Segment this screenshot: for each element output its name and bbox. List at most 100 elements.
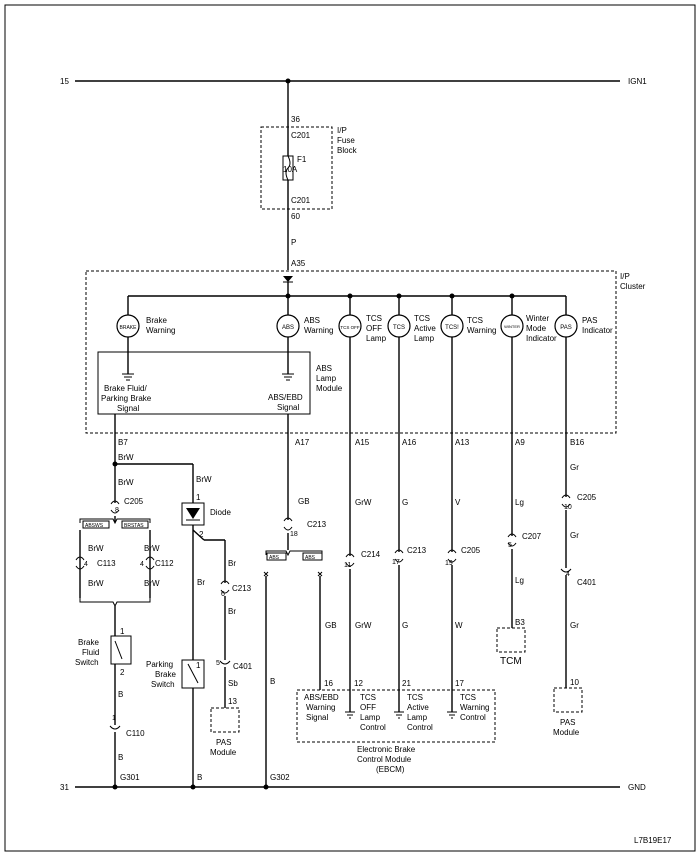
- ground-junction-3: [263, 784, 269, 790]
- ebd-signal-2: Signal: [277, 403, 299, 412]
- abs-tag-2-text: ABS: [305, 555, 316, 561]
- wire-gr-1: Gr: [570, 463, 579, 472]
- c113-c112-footer: [79, 598, 151, 608]
- pas-module2-label: Module: [210, 748, 237, 757]
- svg-text:11: 11: [344, 562, 351, 569]
- fuse-block-label-1: I/P: [337, 126, 347, 135]
- wire-c112-top: BrW: [144, 544, 160, 553]
- park-switch-label: Switch: [151, 680, 175, 689]
- ground-junction-2: [190, 784, 196, 790]
- diode-icon: [186, 508, 200, 519]
- lamp-winter-mode: WINTER Winter Mode Indicator: [500, 314, 557, 343]
- svg-text:C401: C401: [577, 578, 597, 587]
- fluid-switch-label: Brake: [78, 638, 99, 647]
- lamp-label: Active: [414, 324, 436, 333]
- ebcm-label: OFF: [360, 703, 376, 712]
- brake-signal-2: Parking Brake: [101, 394, 152, 403]
- pas-module2-pin: 13: [228, 697, 237, 706]
- lamp-label: Brake: [146, 316, 167, 325]
- wire-grw-2: GrW: [355, 621, 372, 630]
- wire-gb: GB: [298, 497, 310, 506]
- fuse-name: F1: [297, 155, 307, 164]
- connector-c112: 4 C112: [140, 556, 174, 570]
- svg-text:4: 4: [140, 561, 144, 568]
- wire-v: V: [455, 498, 461, 507]
- fuse-link: [285, 155, 291, 181]
- wire-lg-2: Lg: [515, 576, 524, 585]
- figure-code: L7B19E17: [634, 836, 672, 845]
- lamp-icon-text: BRAKE: [120, 325, 138, 331]
- svg-text:C213: C213: [232, 584, 252, 593]
- ebcm-ground-icon: [345, 711, 355, 719]
- fluid-switch-pin2: 2: [120, 668, 125, 677]
- abs-tag-1: [266, 552, 287, 561]
- pin-a16: A16: [402, 438, 417, 447]
- ebcm-title: (EBCM): [376, 765, 405, 774]
- brake-fluid-switch: [110, 635, 132, 665]
- ebcm-pin-17: 17: [455, 679, 464, 688]
- lamp-label: Lamp: [414, 334, 435, 343]
- svg-text:6: 6: [221, 591, 225, 598]
- lamp-label: TCS: [366, 314, 382, 323]
- svg-text:1: 1: [112, 715, 116, 722]
- connector-c213-18: 18 C213: [283, 517, 327, 538]
- lamp-label: Mode: [526, 324, 547, 333]
- absws-text: ABSWS: [85, 523, 104, 529]
- lamp-abs-warning: ABS ABS Warning: [276, 314, 334, 338]
- svg-text:C112: C112: [155, 559, 174, 568]
- wire-b7-b: BrW: [118, 478, 134, 487]
- wire-gr-3: Gr: [570, 621, 579, 630]
- park-switch-pin1: 1: [196, 661, 201, 670]
- wire-c113-top: BrW: [88, 544, 104, 553]
- ebcm-pin-16: 16: [324, 679, 333, 688]
- wire-br-3: Br: [228, 607, 236, 616]
- fuse-rating: 10A: [283, 165, 298, 174]
- abs-tag-2: [302, 552, 323, 561]
- park-switch-label: Brake: [155, 670, 176, 679]
- svg-text:C213: C213: [307, 520, 327, 529]
- lamp-icon-text: PAS: [560, 325, 572, 331]
- rail-label-ign1: IGN1: [628, 77, 647, 86]
- abs-tag-break-left: [263, 571, 269, 577]
- connector-c205-8: 8 C205: [110, 497, 144, 514]
- ebcm-label: Lamp: [407, 713, 428, 722]
- abs-module-label-3: Module: [316, 384, 343, 393]
- cluster-entry-arrow: [283, 276, 293, 282]
- diode-pin1: 1: [196, 493, 201, 502]
- wire-sb: Sb: [228, 679, 238, 688]
- fuse-block-label-2: Fuse: [337, 136, 355, 145]
- abs-module-label-2: Lamp: [316, 374, 337, 383]
- fuse-wire-color: P: [291, 238, 296, 247]
- wire-c113-bot: BrW: [88, 579, 104, 588]
- park-switch-blade: [187, 663, 199, 684]
- lamp-tcs-off: TCS OFF TCS OFF Lamp: [338, 314, 387, 343]
- connector-c207: 5 C207: [507, 532, 542, 549]
- wire-grw: GrW: [355, 498, 372, 507]
- brstas-text: BRSTAS: [124, 523, 144, 529]
- cluster-outline: [85, 270, 617, 434]
- ebcm-label: ABS/EBD: [304, 693, 339, 702]
- tcm-pin: B3: [515, 618, 525, 627]
- lamp-label: Warning: [467, 326, 497, 335]
- ebcm-label: Control: [360, 723, 386, 732]
- fuse-conn-out: C201: [291, 196, 311, 205]
- lamp-tcs-active: TCS TCS Active Lamp: [387, 314, 436, 343]
- svg-text:8: 8: [115, 507, 119, 514]
- ebcm-label: Control: [407, 723, 433, 732]
- wire-c112-bot: BrW: [144, 579, 160, 588]
- svg-text:18: 18: [290, 531, 298, 538]
- connector-c401: 4 C401: [560, 568, 597, 587]
- page-border: [4, 4, 696, 852]
- wire-w: W: [455, 621, 463, 630]
- ebcm-label: Signal: [306, 713, 328, 722]
- connector-c213-17: 17 C213: [392, 546, 427, 566]
- cluster-label-2: Cluster: [620, 282, 646, 291]
- pas-module-pin: 10: [570, 678, 579, 687]
- lamp-label: PAS: [582, 316, 597, 325]
- pin-a17: A17: [295, 438, 310, 447]
- rail-label-gnd: GND: [628, 783, 646, 792]
- pas-module2-label: PAS: [216, 738, 231, 747]
- fuse-block-outline: [260, 126, 333, 210]
